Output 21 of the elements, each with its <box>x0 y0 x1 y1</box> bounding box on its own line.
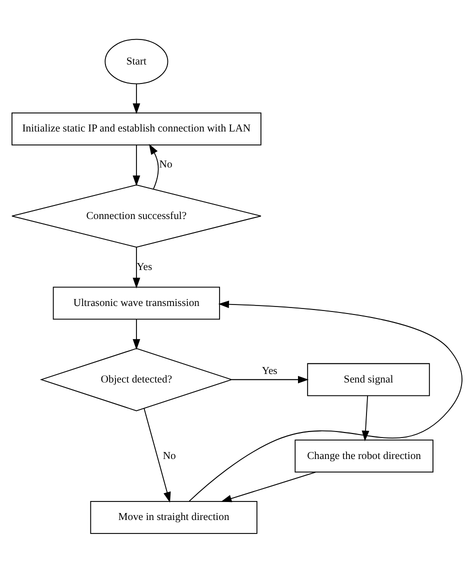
node-box: Ultrasonic wave transmission <box>52 286 220 320</box>
node-box: Move in straight direction <box>90 501 258 534</box>
arrow <box>148 144 159 190</box>
arrow <box>132 246 140 288</box>
arrow <box>220 472 316 502</box>
arrow <box>231 376 309 384</box>
node-diamond: Object detected? <box>40 348 234 412</box>
node-box: Change the robot direction <box>294 440 434 473</box>
edge-label: No <box>159 160 172 171</box>
node-box: Initialize static IP and establish connection with LAN <box>12 112 262 146</box>
node-diamond: Connection successful? <box>12 184 262 248</box>
arrow <box>362 396 370 442</box>
arrow <box>132 319 140 350</box>
arrow <box>132 144 140 186</box>
arrow <box>188 300 462 502</box>
edge-label: No <box>162 450 176 462</box>
edge-label: Yes <box>262 366 278 377</box>
node-ellipse: Start <box>104 38 168 84</box>
node-box: Send signal <box>307 363 430 396</box>
arrow <box>144 408 171 503</box>
arrow <box>132 83 140 114</box>
